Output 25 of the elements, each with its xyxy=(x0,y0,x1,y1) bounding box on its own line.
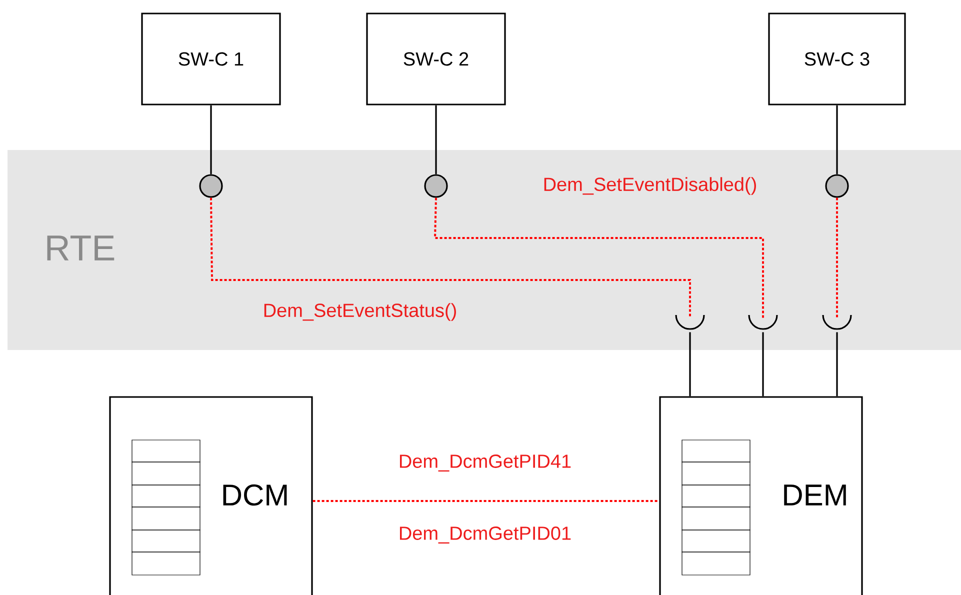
edge-label: Dem_SetEventDisabled() xyxy=(542,176,758,196)
component-box: SW-C 3 xyxy=(768,12,906,106)
connector xyxy=(836,198,838,318)
connector xyxy=(312,500,660,502)
edge-label: Dem_DcmGetPID41 xyxy=(397,453,573,473)
connector xyxy=(762,332,764,396)
connector xyxy=(435,105,437,174)
connector xyxy=(836,332,838,396)
socket-symbol xyxy=(675,314,705,330)
connector xyxy=(689,332,691,396)
module-box: DEM xyxy=(659,396,863,595)
port-circle xyxy=(199,174,223,198)
port-circle xyxy=(424,174,448,198)
socket-symbol xyxy=(822,314,852,330)
connector xyxy=(210,105,212,174)
connector xyxy=(836,105,838,174)
connector xyxy=(434,198,764,318)
edge-label: Dem_SetEventStatus() xyxy=(262,302,458,322)
connector xyxy=(210,198,691,318)
module-box: DCM xyxy=(109,396,313,595)
port-circle xyxy=(825,174,849,198)
socket-symbol xyxy=(748,314,778,330)
component-box: SW-C 2 xyxy=(366,12,506,106)
component-box: SW-C 1 xyxy=(141,12,281,106)
call-label: Dem_DcmGetPID01 xyxy=(397,525,573,545)
